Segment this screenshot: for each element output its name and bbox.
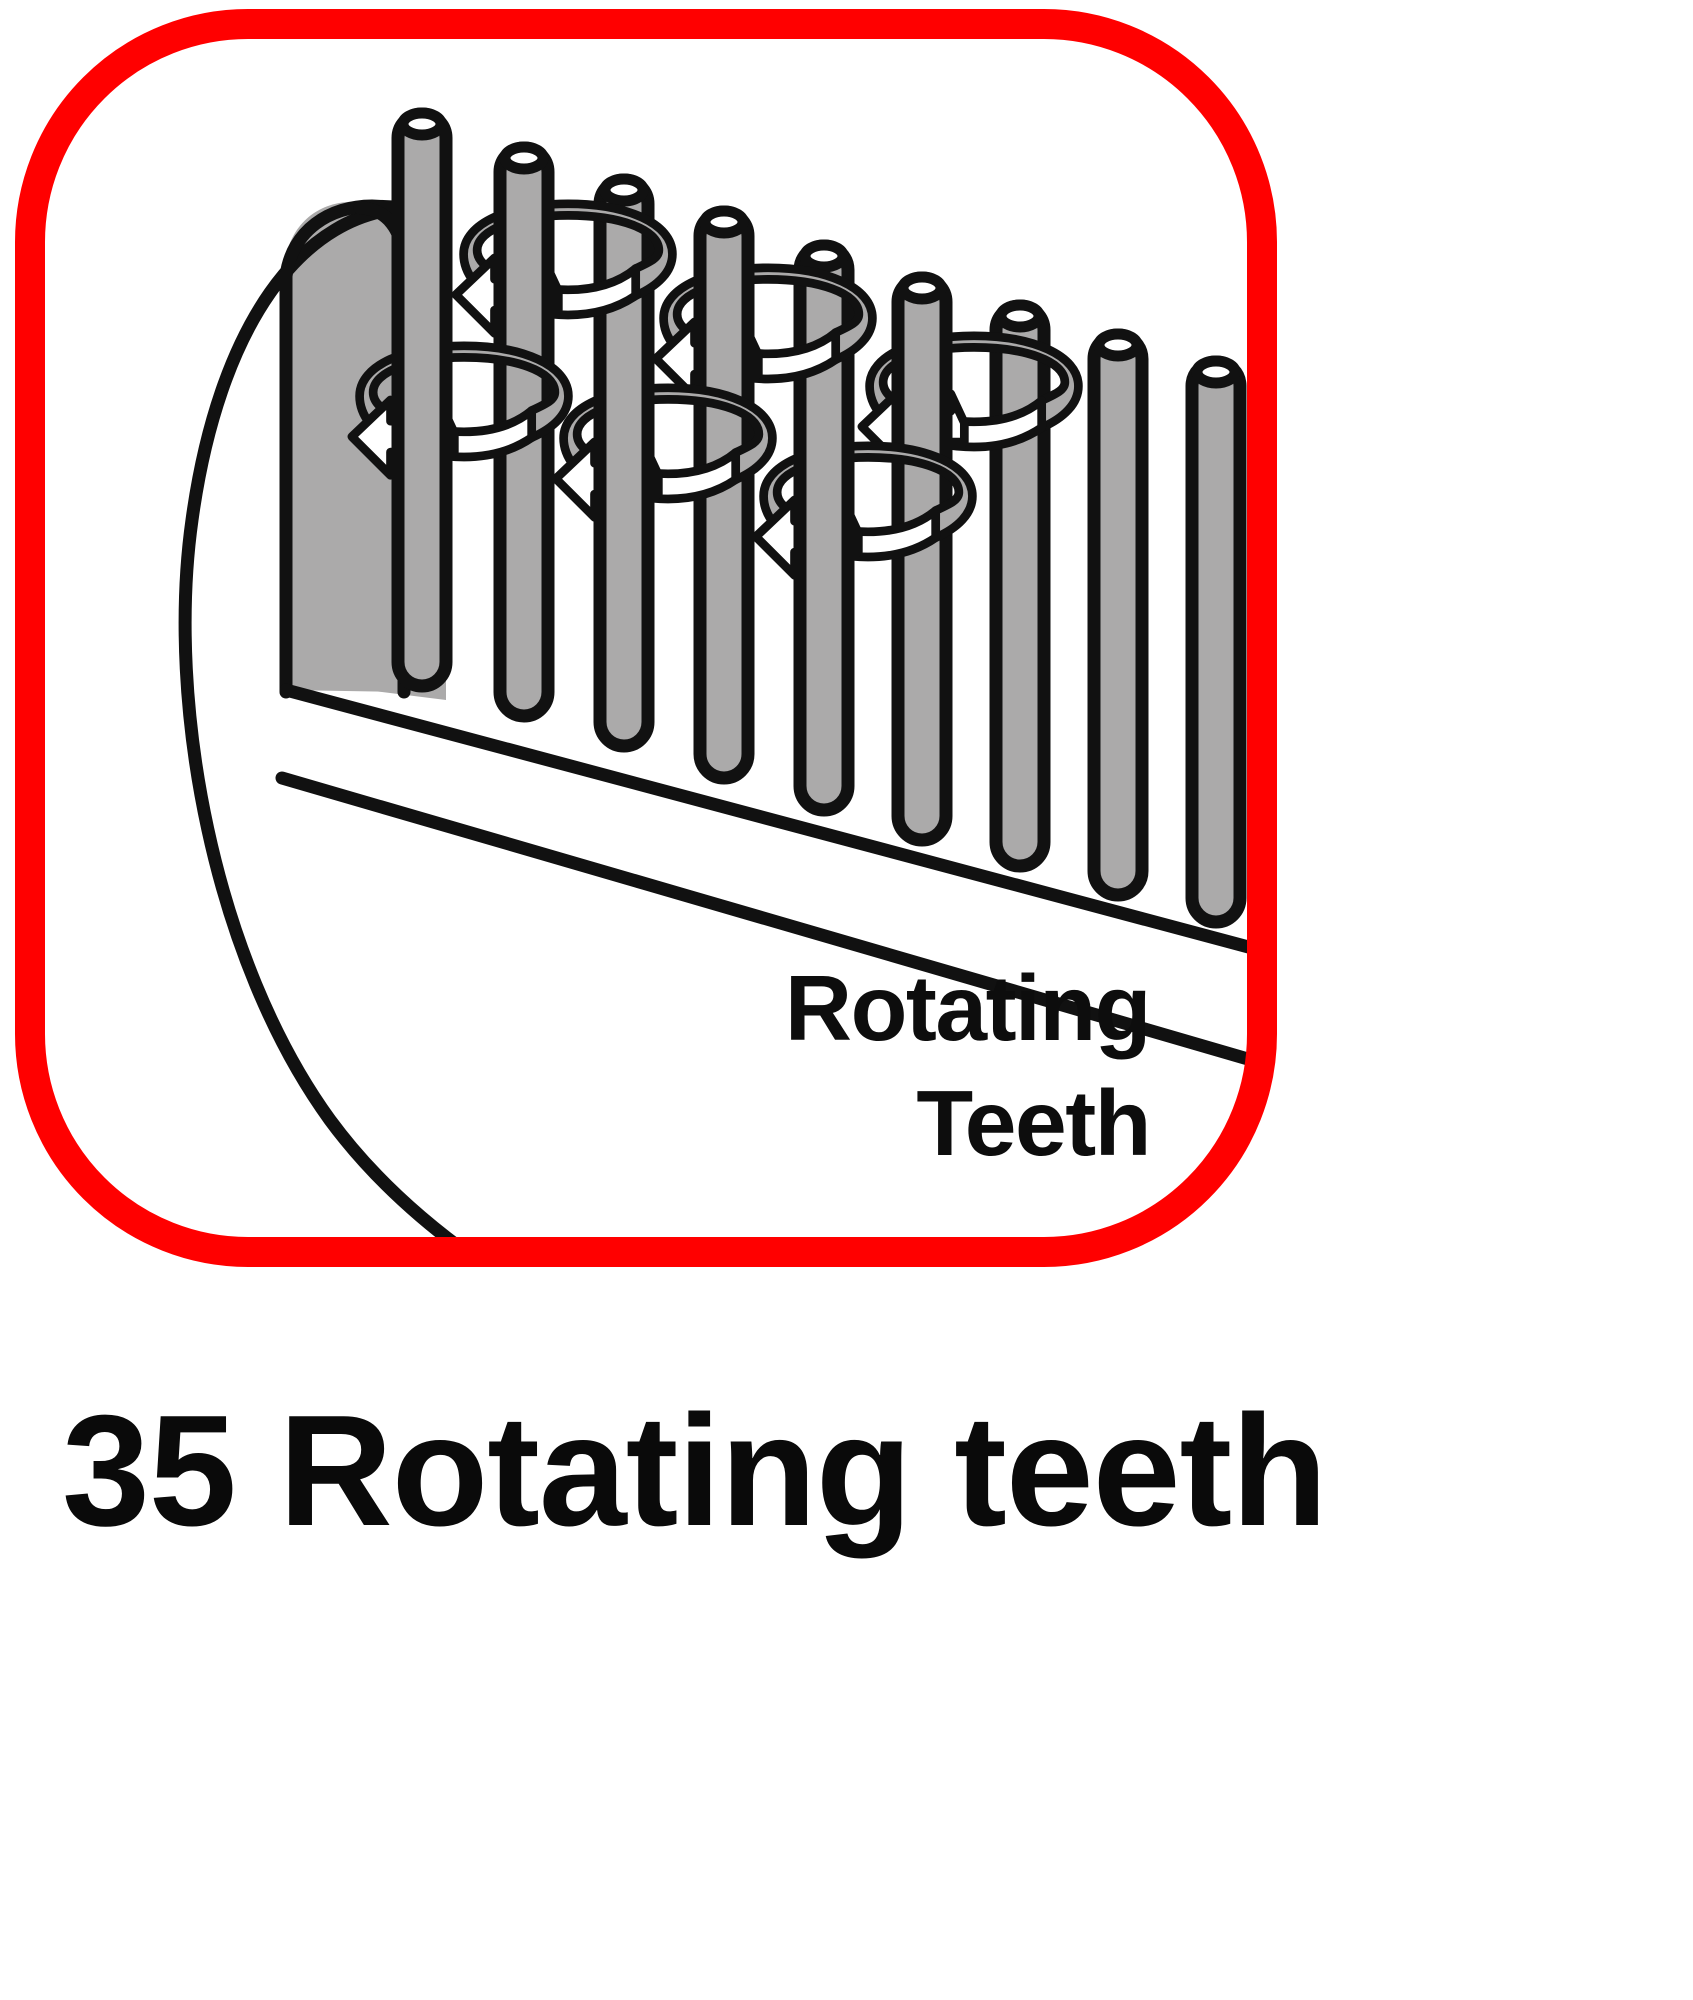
icon-label-line1: Rotating [785,956,1150,1060]
tooth-pin [593,173,655,753]
tooth-pin [693,205,755,785]
tooth-pin [989,299,1051,873]
tooth-pin [891,271,953,847]
tooth-pin [1087,328,1149,902]
tooth-pin [1185,355,1247,929]
red-rounded-frame [15,9,1277,1267]
rotating-teeth-illustration: Rotating Teeth [15,9,1277,1267]
tooth-pin [391,107,453,693]
tooth-pin [793,239,855,817]
teeth-group [352,107,1247,929]
base-platform [275,683,1262,1080]
caption: 35 Rotating teeth [0,1383,1693,1559]
caption-text: 35 Rotating teeth [62,1383,1328,1559]
icon-label-line2: Teeth [916,1071,1150,1175]
rotating-teeth-icon-card: Rotating Teeth [15,9,1277,1267]
